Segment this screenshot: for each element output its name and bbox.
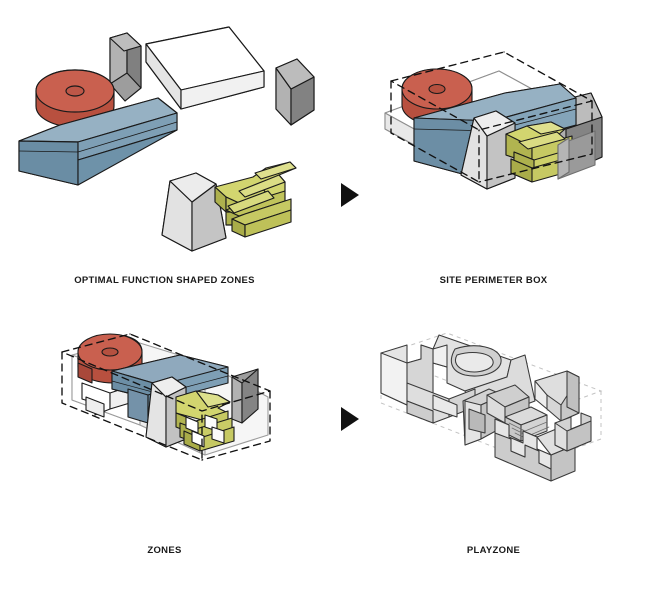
panel-3-canvas [0, 290, 329, 545]
mass-right-wall [534, 370, 580, 422]
volume-olive-stepped-stack [214, 161, 297, 238]
panel-zones: ZONES [0, 290, 329, 560]
mass-right-notch [554, 412, 592, 452]
volume-blue-long-bar [18, 97, 178, 186]
dashed-site-perimeter-box [390, 51, 593, 183]
volume-gray-slab-right [557, 130, 596, 180]
volume-gray-zone-right [231, 368, 259, 424]
caption-zones: ZONES [147, 545, 182, 556]
panel-2-canvas [329, 0, 658, 275]
panel-playzone: PLAYZONE [329, 290, 658, 560]
volume-stone-pyramid [161, 172, 227, 252]
mass-left-wall [380, 344, 434, 406]
dashed-site-perimeter-box [61, 333, 271, 461]
panel-optimal-function-shaped-zones: OPTIMAL FUNCTION SHAPED ZONES [0, 0, 329, 290]
volume-red-cylinder [35, 69, 115, 128]
playzone-drawing [379, 332, 603, 482]
terrace-left-lower [406, 382, 476, 424]
caption-site-perimeter-box: SITE PERIMETER BOX [439, 275, 548, 286]
perimeter-box-drawing [384, 51, 603, 190]
panel-1-canvas [0, 0, 329, 275]
panel-grid: OPTIMAL FUNCTION SHAPED ZONES [0, 0, 658, 560]
exploded-volumes-drawing [18, 26, 315, 252]
caption-optimal-function-shaped-zones: OPTIMAL FUNCTION SHAPED ZONES [74, 275, 255, 286]
volume-olive-stepped-zone [175, 390, 235, 452]
volume-gray-thin-slab [109, 32, 142, 102]
volume-white-long-bar [145, 26, 265, 110]
zones-drawing [61, 333, 271, 461]
void-curved-bowl [450, 345, 502, 377]
volume-gray-wedge [275, 58, 315, 126]
caption-playzone: PLAYZONE [466, 545, 521, 556]
panel-4-canvas [329, 290, 658, 545]
panel-site-perimeter-box: SITE PERIMETER BOX [329, 0, 658, 290]
